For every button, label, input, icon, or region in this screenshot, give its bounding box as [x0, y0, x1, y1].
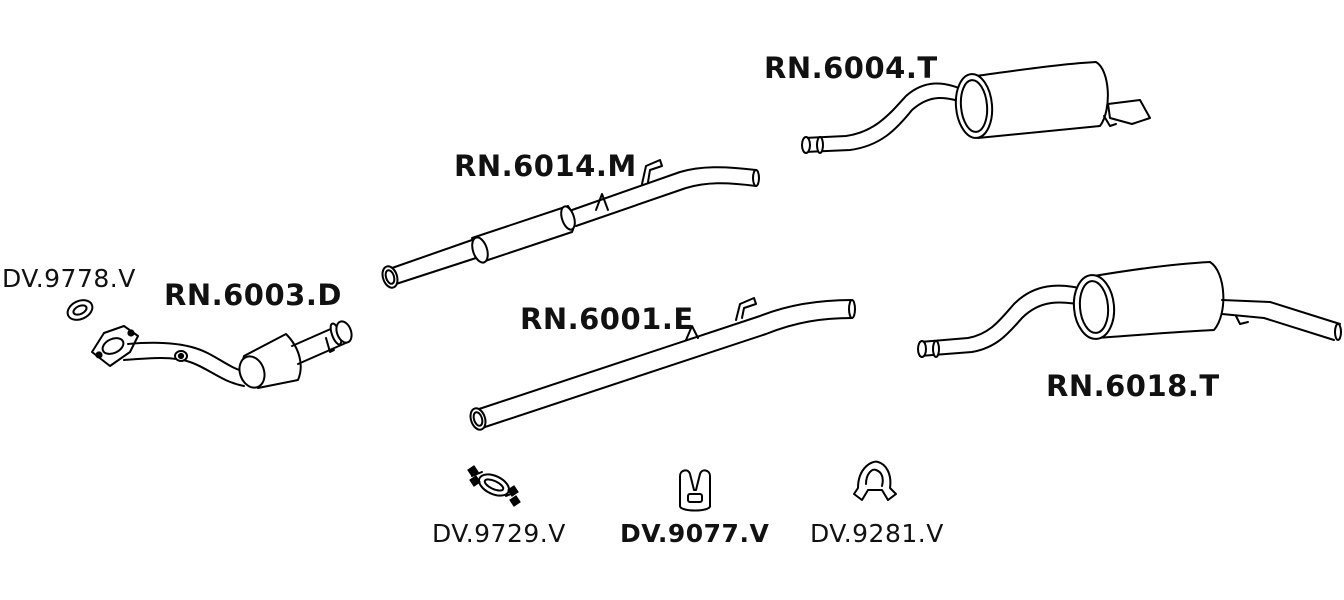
pipe-clamp-part[interactable] — [467, 465, 521, 507]
rear-silencer-lower-label: RN.6018.T — [1046, 369, 1220, 403]
rear-silencer-lower-part[interactable] — [917, 261, 1342, 358]
rubber-mount-part[interactable] — [679, 469, 711, 512]
exhaust-hanger-label: DV.9281.V — [810, 519, 944, 548]
intermediate-pipe-part[interactable] — [468, 297, 856, 432]
exhaust-hanger-part[interactable] — [853, 460, 897, 501]
front-pipe-catalyst-label: RN.6003.D — [164, 278, 342, 312]
middle-silencer-label: RN.6014.M — [454, 149, 637, 183]
middle-silencer-pipe-part[interactable] — [380, 159, 760, 290]
front-pipe-catalyst-part[interactable] — [91, 319, 354, 391]
gasket-label: DV.9778.V — [2, 264, 136, 293]
intermediate-pipe-label: RN.6001.E — [520, 302, 694, 336]
rear-silencer-upper-label: RN.6004.T — [764, 51, 938, 85]
rear-silencer-upper-part[interactable] — [801, 61, 1151, 154]
rubber-mount-label: DV.9077.V — [620, 519, 770, 548]
pipe-clamp-label: DV.9729.V — [432, 519, 566, 548]
gasket-ring-part[interactable] — [64, 296, 95, 323]
